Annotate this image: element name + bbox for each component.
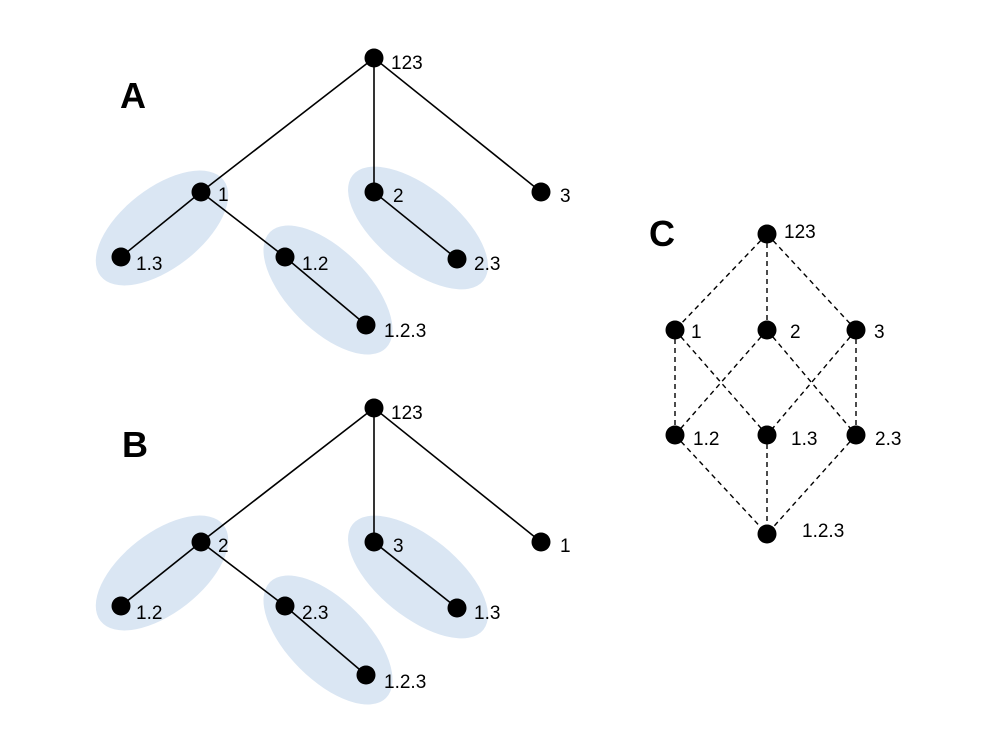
panel-c-label-3: 3 [874, 322, 885, 343]
panel-b-node-23 [275, 596, 295, 616]
panel-a-label-3: 3 [560, 186, 571, 207]
panel-c-edge-top-3 [766, 233, 857, 331]
panel-a-label-13: 1.3 [136, 254, 162, 275]
panel-b-letter: B [122, 424, 148, 465]
panel-b-label-1: 1 [560, 536, 571, 557]
panel-a-group-1 [95, 170, 229, 286]
panel-c-edge-2-23 [766, 329, 857, 436]
panel-a-label-23: 2.3 [474, 254, 500, 275]
panel-c-edge-12-bottom [674, 434, 768, 535]
panel-c-edge-3-13 [766, 329, 857, 436]
panel-c-node-bottom [757, 524, 777, 544]
panel-c-node-23 [846, 425, 866, 445]
panel-b-edge-root-1 [373, 407, 542, 543]
panel-c-label-1: 1 [691, 322, 702, 343]
panel-a-label-12: 1.2 [302, 254, 328, 275]
panel-c-node-12 [665, 425, 685, 445]
panel-a-label-root: 123 [391, 53, 423, 74]
panel-c-node-1 [665, 320, 685, 340]
panel-c-edge-23-bottom [766, 434, 857, 535]
panel-b-node-root [364, 398, 384, 418]
panel-b-label-23: 2.3 [302, 603, 328, 624]
panel-b-label-root: 123 [391, 403, 423, 424]
panel-b-node-1 [531, 532, 551, 552]
panel-b-label-3: 3 [393, 536, 404, 557]
panel-b-edge-3-13 [373, 541, 458, 609]
panel-c-node-3 [846, 320, 866, 340]
panel-c-node-13 [757, 425, 777, 445]
panel-a-edge-1-12 [200, 191, 286, 258]
panel-b-node-2 [191, 532, 211, 552]
panel-c: C 123 1 2 3 1.2 1.3 2.3 1.2.3 [649, 213, 901, 544]
panel-a: A 123 1 2 3 1.3 1.2 2.3 1.2.3 [95, 48, 571, 355]
panel-a-node-3 [531, 182, 551, 202]
panel-b-node-123 [356, 665, 376, 685]
panel-b: B 123 2 3 1 1.2 2.3 1.3 1.2.3 [95, 398, 571, 705]
panel-a-node-13 [111, 247, 131, 267]
panel-a-node-123 [356, 315, 376, 335]
panel-a-edge-2-23 [373, 191, 458, 260]
panel-c-letter: C [649, 213, 675, 254]
panel-b-label-12: 1.2 [136, 603, 162, 624]
panel-b-node-13 [447, 598, 467, 618]
panel-a-node-1 [191, 182, 211, 202]
panel-b-label-2: 2 [218, 536, 229, 557]
panel-a-edge-12-123 [284, 256, 367, 326]
panel-a-letter: A [120, 75, 146, 116]
panel-a-label-2: 2 [393, 186, 404, 207]
panel-c-label-top: 123 [784, 222, 816, 243]
panel-a-label-1: 1 [218, 185, 229, 206]
panel-c-label-23: 2.3 [875, 429, 901, 450]
panel-b-label-123: 1.2.3 [384, 672, 426, 693]
panel-b-edge-2-23 [200, 541, 286, 607]
panel-b-edge-23-123 [284, 605, 367, 676]
panel-c-label-12: 1.2 [693, 429, 719, 450]
panel-c-node-2 [757, 320, 777, 340]
panel-b-edge-root-2 [200, 407, 375, 543]
panel-c-label-bottom: 1.2.3 [802, 521, 844, 542]
panel-a-edge-1-13 [120, 191, 202, 258]
panel-c-label-13: 1.3 [791, 429, 817, 450]
panel-c-edge-top-1 [674, 233, 768, 331]
panel-b-node-3 [364, 532, 384, 552]
panel-b-edge-2-12 [120, 541, 202, 607]
panel-c-label-2: 2 [790, 322, 801, 343]
panel-a-node-2 [364, 182, 384, 202]
panel-b-node-12 [111, 596, 131, 616]
panel-a-label-123: 1.2.3 [384, 321, 426, 342]
panel-b-label-13: 1.3 [474, 603, 500, 624]
panel-a-node-root [364, 48, 384, 68]
panel-a-node-12 [275, 247, 295, 267]
panel-c-node-top [757, 224, 777, 244]
panel-a-node-23 [447, 249, 467, 269]
panel-a-edge-root-1 [200, 57, 375, 193]
panel-a-edge-root-3 [373, 57, 542, 193]
